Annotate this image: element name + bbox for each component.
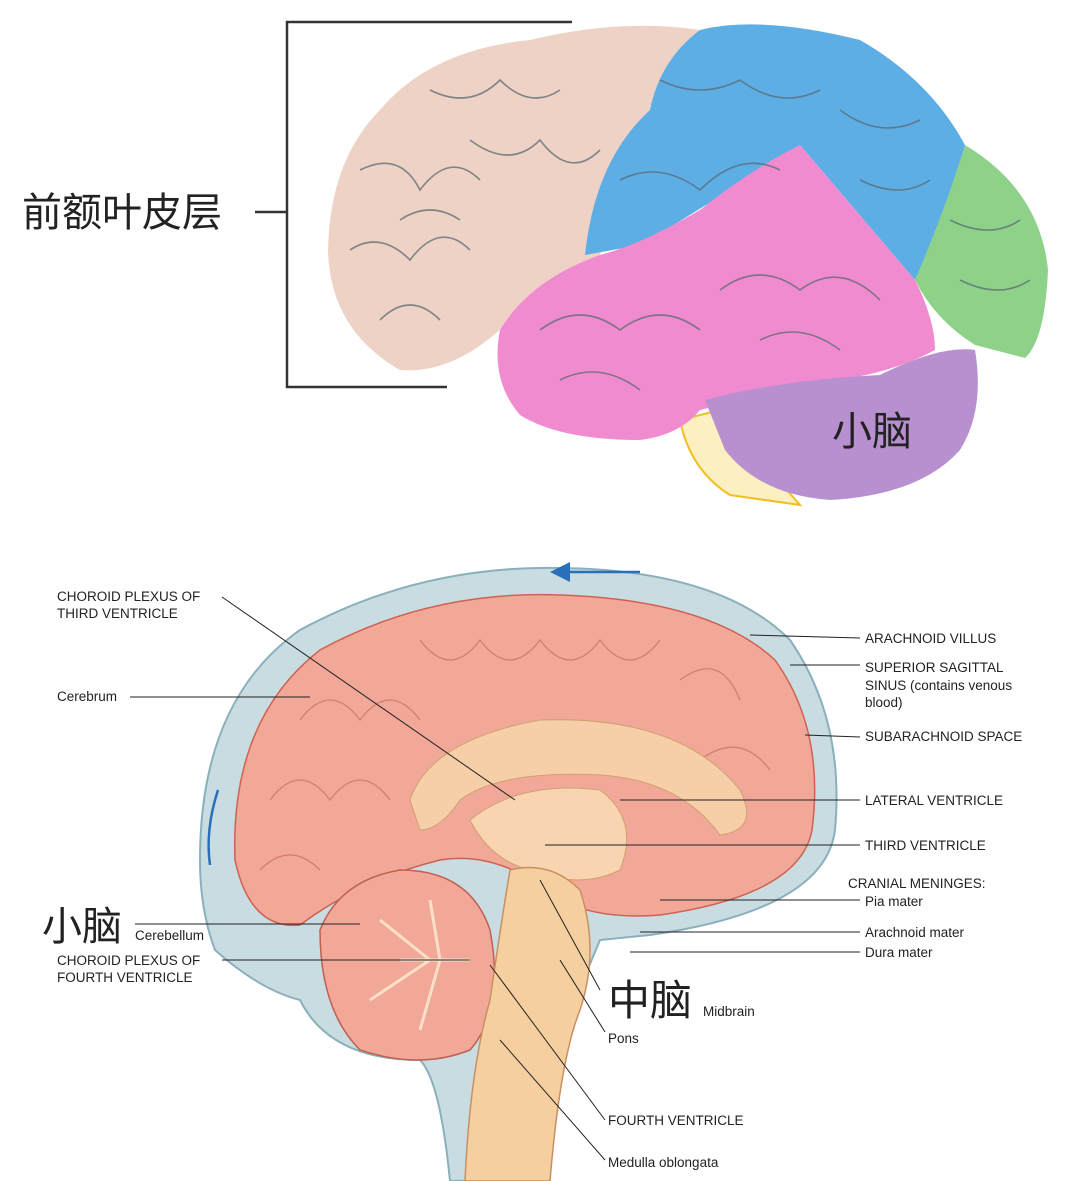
cerebellum-region	[705, 349, 978, 500]
label-midbrain-cn: 中脑	[608, 976, 692, 1025]
csf-flow-arrow-left	[207, 789, 220, 866]
label-sagittal-1: SUPERIOR SAGITTAL	[865, 660, 1004, 675]
sagittal-brain-view	[198, 562, 838, 1181]
label-arachnoid-mater: Arachnoid mater	[865, 925, 965, 940]
label-choroid-third-2: THIRD VENTRICLE	[57, 606, 178, 621]
cerebellum-label-top: 小脑	[832, 409, 912, 455]
temporal-lobe	[497, 145, 935, 440]
label-dura-mater: Dura mater	[865, 945, 933, 960]
cerebellum-section	[319, 869, 496, 1061]
label-choroid-fourth-1: CHOROID PLEXUS OF	[57, 953, 200, 968]
label-choroid-third-1: CHOROID PLEXUS OF	[57, 589, 200, 604]
cerebrum-gyri	[259, 638, 771, 871]
label-arachnoid-villus: ARACHNOID VILLUS	[865, 631, 996, 646]
label-choroid-fourth-2: FOURTH VENTRICLE	[57, 970, 193, 985]
label-third-ventricle: THIRD VENTRICLE	[865, 838, 986, 853]
label-lateral-ventricle: LATERAL VENTRICLE	[865, 793, 1003, 808]
label-cerebellum: Cerebellum	[135, 928, 204, 943]
label-cerebrum: Cerebrum	[57, 689, 117, 704]
label-sagittal-3: blood)	[865, 695, 903, 710]
label-sagittal-2: SINUS (contains venous	[865, 678, 1012, 693]
gyri-lines	[349, 78, 1031, 391]
label-pons: Pons	[608, 1031, 639, 1046]
lateral-brain-view: 前额叶皮层 小脑	[22, 20, 1048, 507]
frontal-lobe	[328, 25, 700, 371]
prefrontal-bracket	[285, 20, 572, 389]
label-subarachnoid: SUBARACHNOID SPACE	[865, 729, 1022, 744]
leader-lines	[130, 596, 861, 1161]
brainstem	[464, 866, 591, 1181]
label-midbrain: Midbrain	[703, 1004, 755, 1019]
label-pia-mater: Pia mater	[865, 894, 923, 909]
occipital-lobe	[915, 145, 1048, 358]
label-medulla: Medulla oblongata	[608, 1155, 719, 1170]
prefrontal-label: 前额叶皮层	[22, 190, 222, 236]
label-cerebellum-cn: 小脑	[42, 904, 122, 950]
thalamus	[469, 787, 628, 881]
label-fourth-ventricle: FOURTH VENTRICLE	[608, 1113, 744, 1128]
label-cranial-meninges: CRANIAL MENINGES:	[848, 876, 986, 891]
corpus-callosum	[409, 719, 748, 836]
